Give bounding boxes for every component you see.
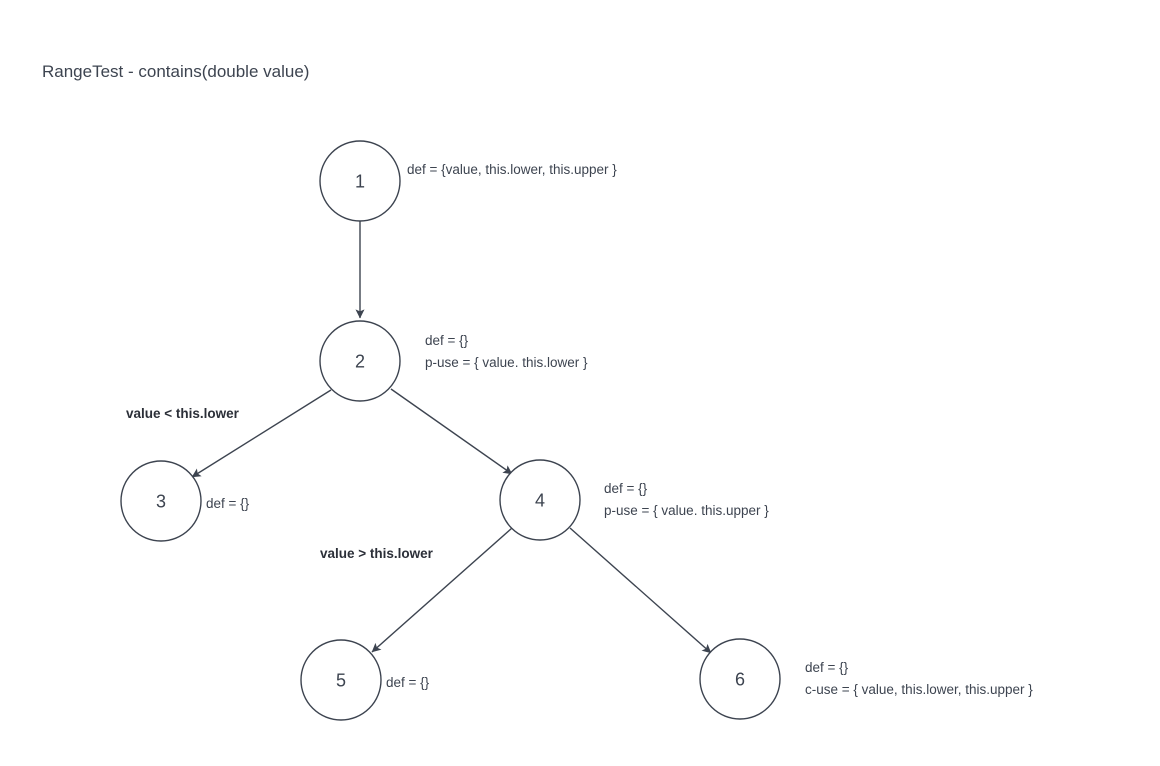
node-circle-3[interactable] [120,460,202,542]
node-4[interactable]: 4 [499,459,581,541]
node-annotation-2-1: p-use = { value. this.lower } [425,355,588,370]
edge-4-to-6 [569,527,712,654]
node-annotation-1-0: def = {value, this.lower, this.upper } [407,162,617,177]
node-label-1: 1 [355,172,365,192]
node-1[interactable]: 1 [319,140,401,222]
annotations-layer: def = {value, this.lower, this.upper } de… [206,162,1033,697]
node-circle-1[interactable] [319,140,401,222]
node-annotation-4-0: def = {} [604,481,648,496]
node-circle-2[interactable] [319,320,401,402]
edge-2-to-3 [191,389,332,478]
node-circle-5[interactable] [300,639,382,721]
node-circle-4[interactable] [499,459,581,541]
node-6[interactable]: 6 [699,638,781,720]
node-annotation-6-0: def = {} [805,660,849,675]
node-annotation-3-0: def = {} [206,496,250,511]
node-label-6: 6 [735,670,745,690]
node-5[interactable]: 5 [300,639,382,721]
node-label-4: 4 [535,491,545,511]
edge-labels-layer: value < this.lower value > this.lower [126,406,434,561]
node-label-2: 2 [355,352,365,372]
node-2[interactable]: 2 [319,320,401,402]
node-circle-6[interactable] [699,638,781,720]
node-annotation-6-1: c-use = { value, this.lower, this.upper … [805,682,1033,697]
node-annotation-2-0: def = {} [425,333,469,348]
node-annotation-4-1: p-use = { value. this.upper } [604,503,769,518]
edge-2-to-4 [390,388,513,475]
page-title: RangeTest - contains(double value) [42,62,309,81]
edge-label-4-to-5: value > this.lower [320,546,434,561]
node-label-5: 5 [336,671,346,691]
node-3[interactable]: 3 [120,460,202,542]
nodes-layer: 1 2 3 4 5 6 [120,140,781,721]
edge-label-2-to-3: value < this.lower [126,406,240,421]
edge-4-to-5 [371,527,513,653]
node-annotation-5-0: def = {} [386,675,430,690]
node-label-3: 3 [156,492,166,512]
edges-layer [191,221,712,654]
